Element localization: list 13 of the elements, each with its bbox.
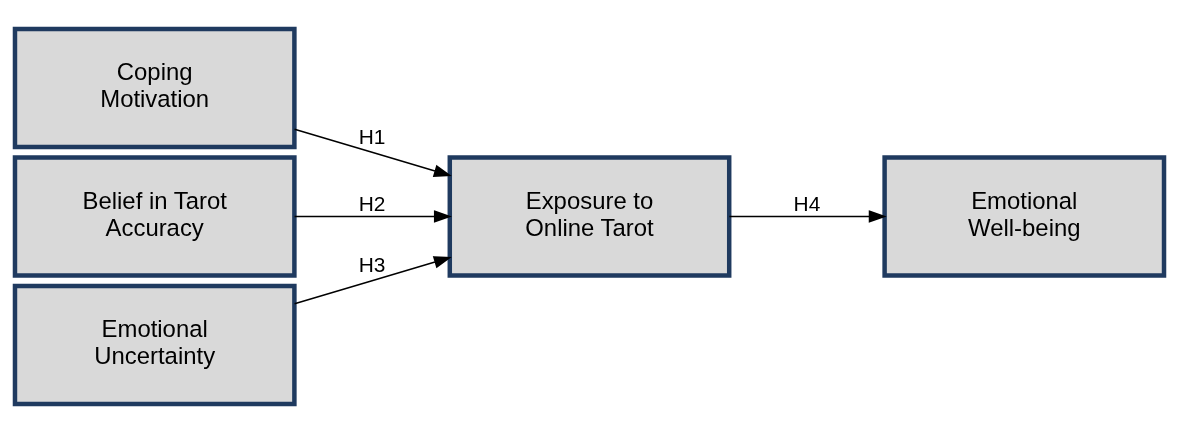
node-box: Belief in Tarot Accuracy xyxy=(12,155,297,278)
edge-label: H2 xyxy=(358,191,386,215)
edge-label: H4 xyxy=(793,191,821,215)
arrow xyxy=(728,210,887,223)
arrow xyxy=(293,210,452,223)
edge-label: H3 xyxy=(358,253,386,277)
node-box: Emotional Well-being xyxy=(882,155,1167,278)
edge-label: H1 xyxy=(358,124,386,148)
node-box: Emotional Uncertainty xyxy=(12,283,297,407)
node-box: Exposure to Online Tarot xyxy=(447,155,732,278)
arrow xyxy=(293,128,452,177)
node-box: Coping Motivation xyxy=(12,26,297,150)
arrow xyxy=(293,256,452,305)
